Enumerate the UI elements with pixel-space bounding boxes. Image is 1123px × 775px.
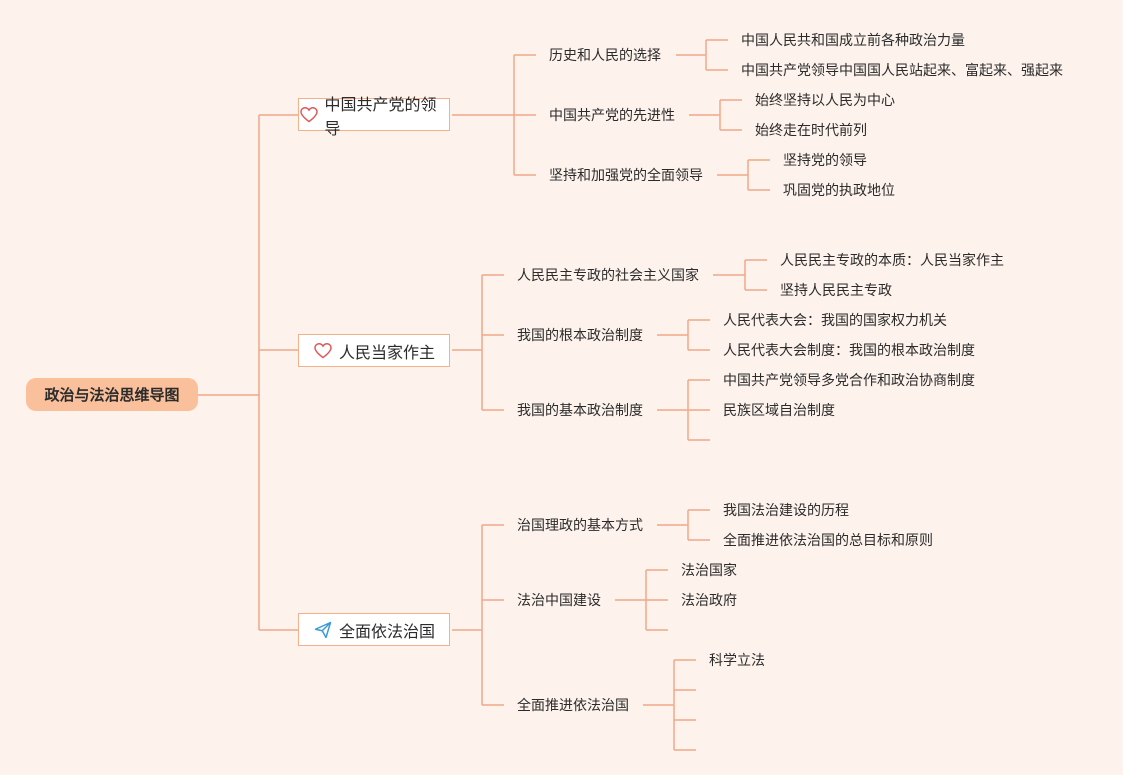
leaf-node[interactable]: 坚持党的领导 (783, 153, 867, 169)
root-node[interactable]: 政治与法治思维导图 (26, 378, 198, 411)
leaf-node[interactable]: 巩固党的执政地位 (783, 183, 895, 199)
leaf-node[interactable]: 始终坚持以人民为中心 (755, 93, 895, 109)
topic-node[interactable]: 坚持和加强党的全面领导 (549, 168, 703, 184)
topic-node[interactable]: 全面推进依法治国 (517, 698, 629, 714)
branch-label: 人民当家作主 (338, 342, 435, 362)
leaf-node[interactable]: 人民民主专政的本质：人民当家作主 (780, 253, 1004, 269)
topic-node[interactable]: 我国的基本政治制度 (517, 403, 643, 419)
leaf-node[interactable]: 人民代表大会制度：我国的根本政治制度 (723, 343, 975, 359)
leaf-node[interactable]: 始终走在时代前列 (755, 123, 867, 139)
leaf-node[interactable]: 中国共产党领导多党合作和政治协商制度 (723, 373, 975, 389)
leaf-node[interactable]: 科学立法 (709, 653, 765, 669)
topic-node[interactable]: 人民民主专政的社会主义国家 (517, 268, 699, 284)
leaf-node[interactable]: 我国法治建设的历程 (723, 503, 849, 519)
branch-people-masters[interactable]: 人民当家作主 (298, 334, 450, 367)
topic-node[interactable]: 我国的根本政治制度 (517, 328, 643, 344)
branch-label: 全面依法治国 (338, 621, 435, 641)
topic-node[interactable]: 中国共产党的先进性 (549, 108, 675, 124)
branch-rule-of-law[interactable]: 全面依法治国 (298, 613, 450, 646)
topic-node[interactable]: 法治中国建设 (517, 593, 601, 609)
branch-party-leadership[interactable]: 中国共产党的领导 (298, 95, 450, 138)
paper-plane-icon (313, 620, 333, 640)
topic-node[interactable]: 治国理政的基本方式 (517, 518, 643, 534)
leaf-node[interactable]: 法治国家 (681, 563, 737, 579)
leaf-node[interactable]: 法治政府 (681, 593, 737, 609)
leaf-node[interactable]: 人民代表大会：我国的国家权力机关 (723, 313, 947, 329)
leaf-node[interactable]: 中国共产党领导中国国人民站起来、富起来、强起来 (741, 63, 1063, 79)
leaf-node[interactable]: 中国人民共和国成立前各种政治力量 (741, 33, 965, 49)
leaf-node[interactable]: 坚持人民民主专政 (780, 283, 892, 299)
heart-icon (313, 341, 333, 361)
branch-label: 中国共产党的领导 (324, 94, 437, 138)
leaf-node[interactable]: 民族区域自治制度 (723, 403, 835, 419)
topic-node[interactable]: 历史和人民的选择 (549, 48, 661, 64)
leaf-node[interactable]: 全面推进依法治国的总目标和原则 (723, 533, 933, 549)
heart-icon (299, 105, 318, 125)
root-label: 政治与法治思维导图 (44, 386, 180, 404)
